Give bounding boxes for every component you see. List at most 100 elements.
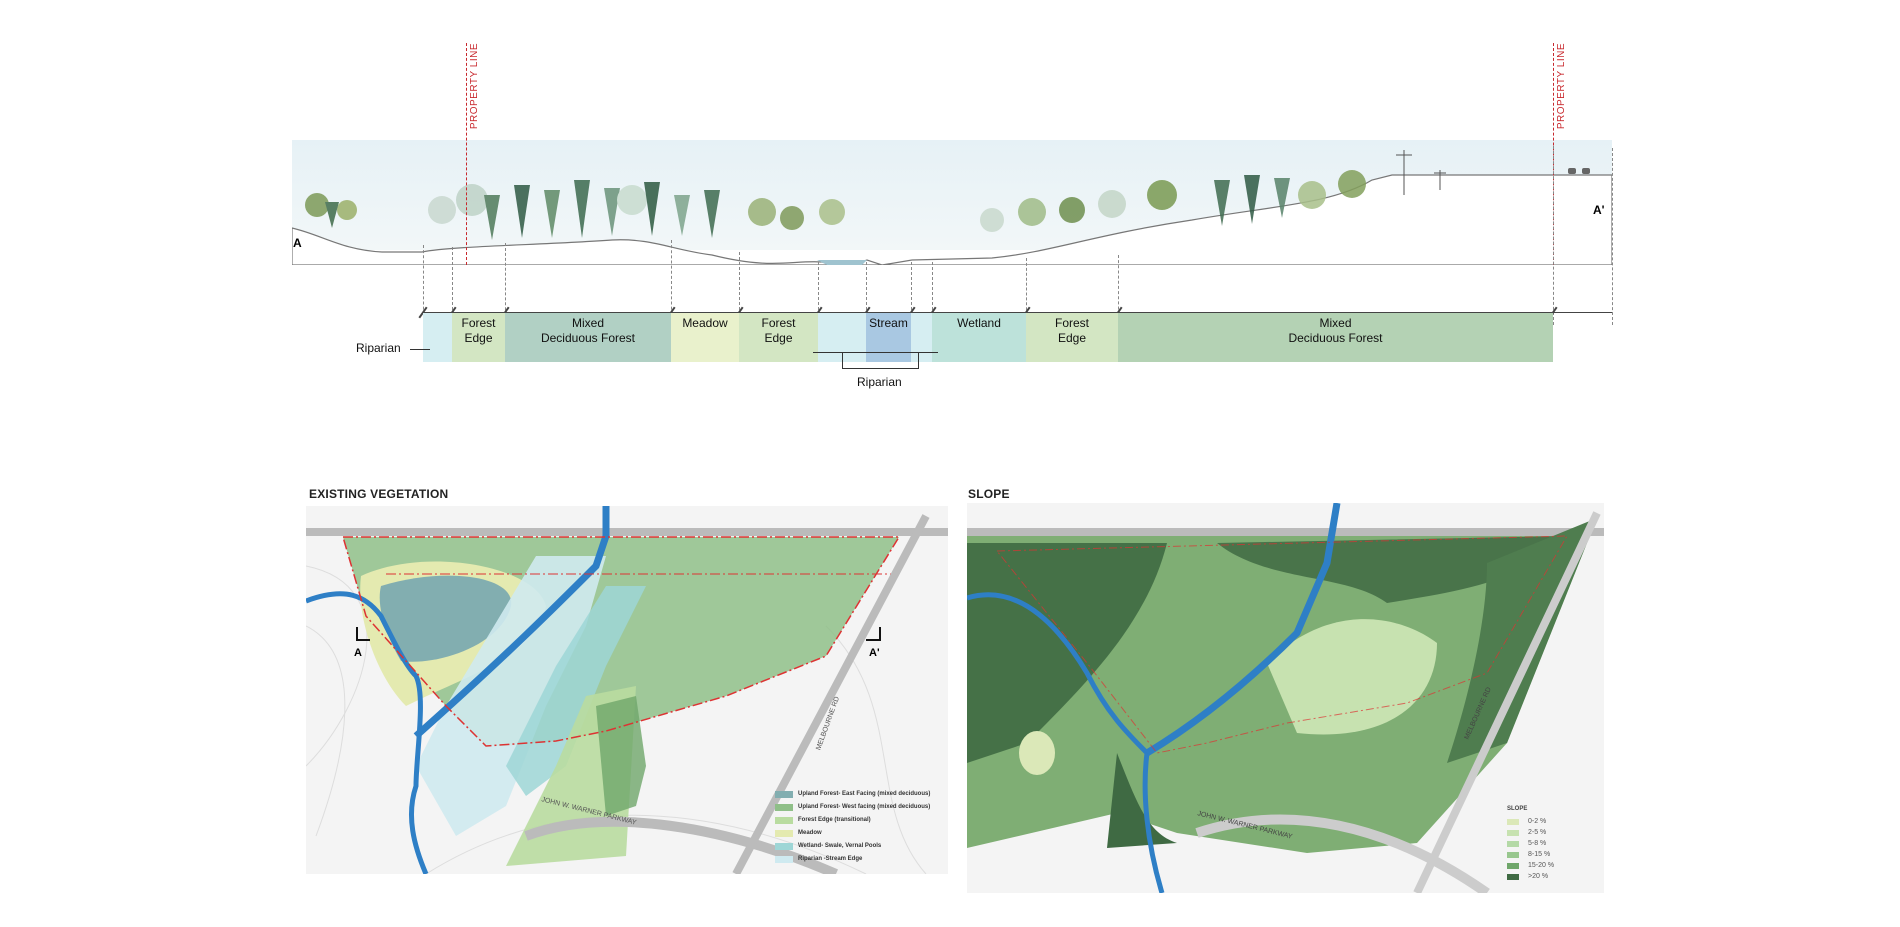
slope-legend-item: 2-5 % xyxy=(1507,827,1554,838)
stream-water xyxy=(817,260,867,265)
legend-swatch xyxy=(1507,873,1519,880)
section-label-a-prime: A' xyxy=(869,647,880,659)
legend-label: 0-2 % xyxy=(1528,818,1547,825)
zone-divider xyxy=(452,247,453,325)
section-marker-a-prime-foot xyxy=(866,639,880,641)
legend-swatch xyxy=(1507,818,1519,825)
section-marker-a-prime xyxy=(879,627,881,641)
slope-legend-title: SLOPE xyxy=(1507,806,1528,812)
legend-label: Forest Edge (transitional) xyxy=(798,817,871,823)
zone-band: Meadow xyxy=(671,313,739,362)
slope-map-title: SLOPE xyxy=(968,487,1010,501)
zone-divider xyxy=(1612,148,1613,325)
vehicle-icons xyxy=(1568,168,1590,174)
legend-label: Upland Forest- East Facing (mixed decidu… xyxy=(798,791,931,797)
slope-legend-item: 15-20 % xyxy=(1507,860,1554,871)
legend-label: 8-15 % xyxy=(1528,851,1551,858)
zone-band: Forest Edge xyxy=(452,313,505,362)
zone-band: Forest Edge xyxy=(739,313,818,362)
zone-divider xyxy=(932,262,933,325)
legend-swatch xyxy=(775,816,793,824)
legend-swatch xyxy=(775,855,793,863)
legend-item: Upland Forest- West facing (mixed decidu… xyxy=(775,801,930,813)
property-line-left-label: PROPERTY LINE xyxy=(469,43,480,130)
stream xyxy=(967,592,1165,893)
legend-label: Wetland- Swale, Vernal Pools xyxy=(798,843,882,849)
legend-swatch xyxy=(775,790,793,798)
utility-poles xyxy=(1396,150,1446,195)
slope-legend-item: 8-15 % xyxy=(1507,849,1554,860)
property-boundary xyxy=(996,535,1568,754)
zone-wetland xyxy=(506,586,646,796)
zone-divider xyxy=(739,252,740,325)
zone-band: Stream xyxy=(866,313,911,362)
legend-label: >20 % xyxy=(1528,873,1549,880)
section-illustration xyxy=(292,140,1612,265)
riparian-bracket xyxy=(842,352,919,369)
zone-band xyxy=(423,313,452,362)
stream-tributary xyxy=(1145,503,1341,757)
zone-divider xyxy=(505,243,506,325)
slope-steep-west xyxy=(967,543,1167,763)
zone-band: Mixed Deciduous Forest xyxy=(505,313,671,362)
legend-item: Riparian -Stream Edge xyxy=(775,853,930,865)
zone-divider xyxy=(1553,146,1554,325)
section-baseline xyxy=(423,312,1612,313)
section-start-label: A xyxy=(293,236,302,250)
slope-gentle xyxy=(1267,619,1437,735)
legend-swatch xyxy=(775,842,793,850)
legend-item: Wetland- Swale, Vernal Pools xyxy=(775,840,930,852)
vegetation-map-title: EXISTING VEGETATION xyxy=(309,487,449,501)
section-label-a: A xyxy=(354,647,362,659)
property-line-left xyxy=(466,43,467,265)
legend-swatch xyxy=(1507,851,1519,858)
slope-legend-item: >20 % xyxy=(1507,871,1554,882)
zone-divider xyxy=(866,262,867,325)
zone-divider xyxy=(1118,255,1119,325)
tree-group xyxy=(305,170,1366,240)
legend-label: 5-8 % xyxy=(1528,840,1547,847)
legend-swatch xyxy=(775,829,793,837)
legend-item: Forest Edge (transitional) xyxy=(775,814,930,826)
slope-legend-item: 0-2 % xyxy=(1507,816,1554,827)
legend-label: 2-5 % xyxy=(1528,829,1547,836)
zone-upland-east xyxy=(379,575,512,662)
riparian-left-leader xyxy=(410,349,430,350)
zone-divider xyxy=(911,262,912,325)
legend-swatch xyxy=(775,803,793,811)
vegetation-legend: Upland Forest- East Facing (mixed decidu… xyxy=(775,788,930,866)
slope-legend: SLOPE 0-2 % 2-5 % 5-8 % 8-15 % 15-20 % >20 % xyxy=(1507,806,1554,882)
slope-map xyxy=(967,503,1604,893)
vegetation-map xyxy=(306,506,948,874)
property-line-right-label: PROPERTY LINE xyxy=(1556,43,1567,130)
zone-riparian xyxy=(416,556,606,836)
slope-steep-north xyxy=(1217,536,1567,603)
riparian-bottom-label: Riparian xyxy=(857,375,902,389)
zone-band: Wetland xyxy=(932,313,1026,362)
railway xyxy=(306,528,948,536)
railway xyxy=(967,528,1604,536)
zone-forest-patch xyxy=(596,696,646,816)
legend-item: Upland Forest- East Facing (mixed decidu… xyxy=(775,788,930,800)
legend-item: Meadow xyxy=(775,827,930,839)
slope-steep-south xyxy=(1107,753,1177,848)
melbourne-road xyxy=(1413,511,1601,893)
section-marker-a xyxy=(356,627,358,641)
section-end-label: A' xyxy=(1593,203,1605,217)
legend-swatch xyxy=(1507,862,1519,869)
parkway-road xyxy=(1195,814,1490,893)
zone-divider xyxy=(818,262,819,325)
zone-band xyxy=(911,313,932,362)
slope-legend-item: 5-8 % xyxy=(1507,838,1554,849)
zone-divider xyxy=(1026,258,1027,325)
stream xyxy=(306,591,429,874)
legend-label: Riparian -Stream Edge xyxy=(798,856,863,862)
legend-label: Upland Forest- West facing (mixed decidu… xyxy=(798,804,931,810)
zone-divider xyxy=(671,240,672,325)
section-marker-a-foot xyxy=(356,639,370,641)
ground-profile xyxy=(292,174,1612,265)
stream-tributary xyxy=(413,506,610,739)
zone-band: Forest Edge xyxy=(1026,313,1118,362)
riparian-bracket-line xyxy=(813,352,938,353)
